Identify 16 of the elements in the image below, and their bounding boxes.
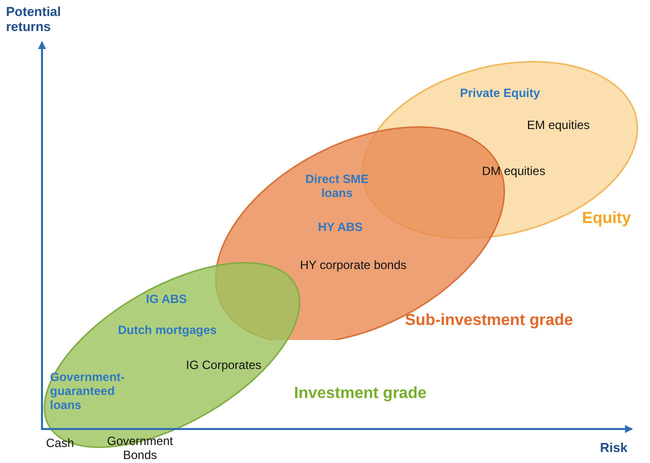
- group-label: Investment grade: [294, 385, 426, 403]
- group-label: Equity: [582, 210, 631, 228]
- asset-label: EM equities: [527, 118, 590, 132]
- asset-label: Dutch mortgages: [118, 323, 217, 337]
- asset-label: IG ABS: [146, 292, 187, 306]
- asset-label: Government-guaranteed loans: [50, 370, 126, 412]
- asset-label: IG Corporates: [186, 358, 262, 372]
- asset-label: DM equities: [482, 164, 546, 178]
- asset-label: HY corporate bonds: [300, 258, 407, 272]
- asset-label: HY ABS: [318, 220, 363, 234]
- group-label: Sub-investment grade: [405, 312, 574, 330]
- axis-title: Risk: [600, 440, 628, 455]
- axis-title: Potential returns: [6, 4, 62, 34]
- asset-label: Cash: [46, 436, 74, 450]
- asset-label: Direct SME loans: [304, 172, 370, 200]
- asset-label: Private Equity: [460, 86, 540, 100]
